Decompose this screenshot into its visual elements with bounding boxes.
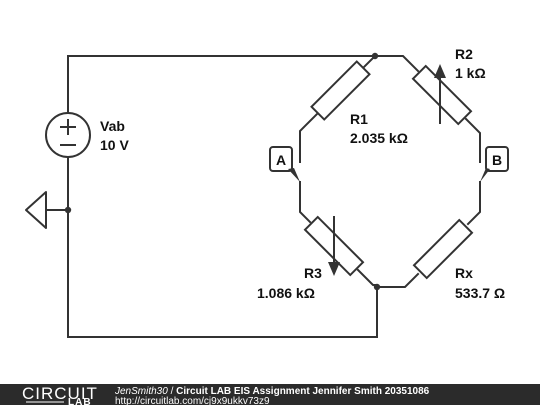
wire-r2-top	[374, 55, 420, 73]
r1-name: R1	[350, 111, 368, 127]
node-a-text: A	[276, 152, 286, 168]
r3-arrowhead-icon	[328, 262, 340, 276]
r3-value: 1.086 kΩ	[257, 285, 315, 301]
wire-rx-bottom	[376, 272, 420, 288]
node-b-text: B	[492, 152, 502, 168]
wire-top	[67, 55, 376, 115]
ground-icon[interactable]	[25, 191, 47, 229]
r2-arrowhead-icon	[434, 64, 446, 78]
voltage-source[interactable]	[45, 112, 91, 158]
node-a-label[interactable]: A	[269, 146, 300, 182]
r1-value: 2.035 kΩ	[350, 130, 408, 146]
wire-r1-bottom	[299, 111, 320, 163]
source-value: 10 V	[100, 137, 129, 153]
footer-author[interactable]: JenSmith30	[114, 386, 168, 397]
wire-bottom	[67, 155, 378, 338]
r2-name: R2	[455, 46, 473, 62]
wire-r3-bottom	[356, 268, 378, 286]
footer-separator: /	[168, 386, 176, 397]
wire-r2-bottom	[464, 117, 481, 163]
resistor-r1[interactable]	[310, 60, 371, 121]
wire-rx-top	[466, 181, 481, 226]
r3-name: R3	[304, 265, 322, 281]
logo-top-text: CIRCUIT	[22, 384, 98, 403]
potentiometer-r3[interactable]	[303, 215, 365, 277]
rx-name: Rx	[455, 265, 473, 281]
circuitlab-logo[interactable]: CIRCUIT LAB	[22, 384, 98, 405]
wire-r3-top	[299, 181, 312, 224]
junction-bottom	[373, 283, 381, 291]
junction-ground	[64, 206, 72, 214]
resistor-rx[interactable]	[412, 218, 474, 280]
footer-title: Circuit LAB EIS Assignment Jennifer Smit…	[176, 386, 429, 397]
source-name: Vab	[100, 118, 125, 134]
r2-value: 1 kΩ	[455, 65, 486, 81]
node-b-label[interactable]: B	[480, 146, 509, 182]
junction-top	[371, 52, 379, 60]
footer-url[interactable]: http://circuitlab.com/cj9x9ukkv73z9	[115, 396, 270, 405]
potentiometer-r2[interactable]	[411, 64, 473, 126]
wires	[45, 54, 481, 338]
rx-value: 533.7 Ω	[455, 285, 505, 301]
footer-title-line: JenSmith30 / Circuit LAB EIS Assignment …	[114, 386, 430, 397]
logo-bottom-text: LAB	[68, 397, 92, 405]
footer-bar: CIRCUIT LAB JenSmith30 / Circuit LAB EIS…	[0, 384, 540, 405]
